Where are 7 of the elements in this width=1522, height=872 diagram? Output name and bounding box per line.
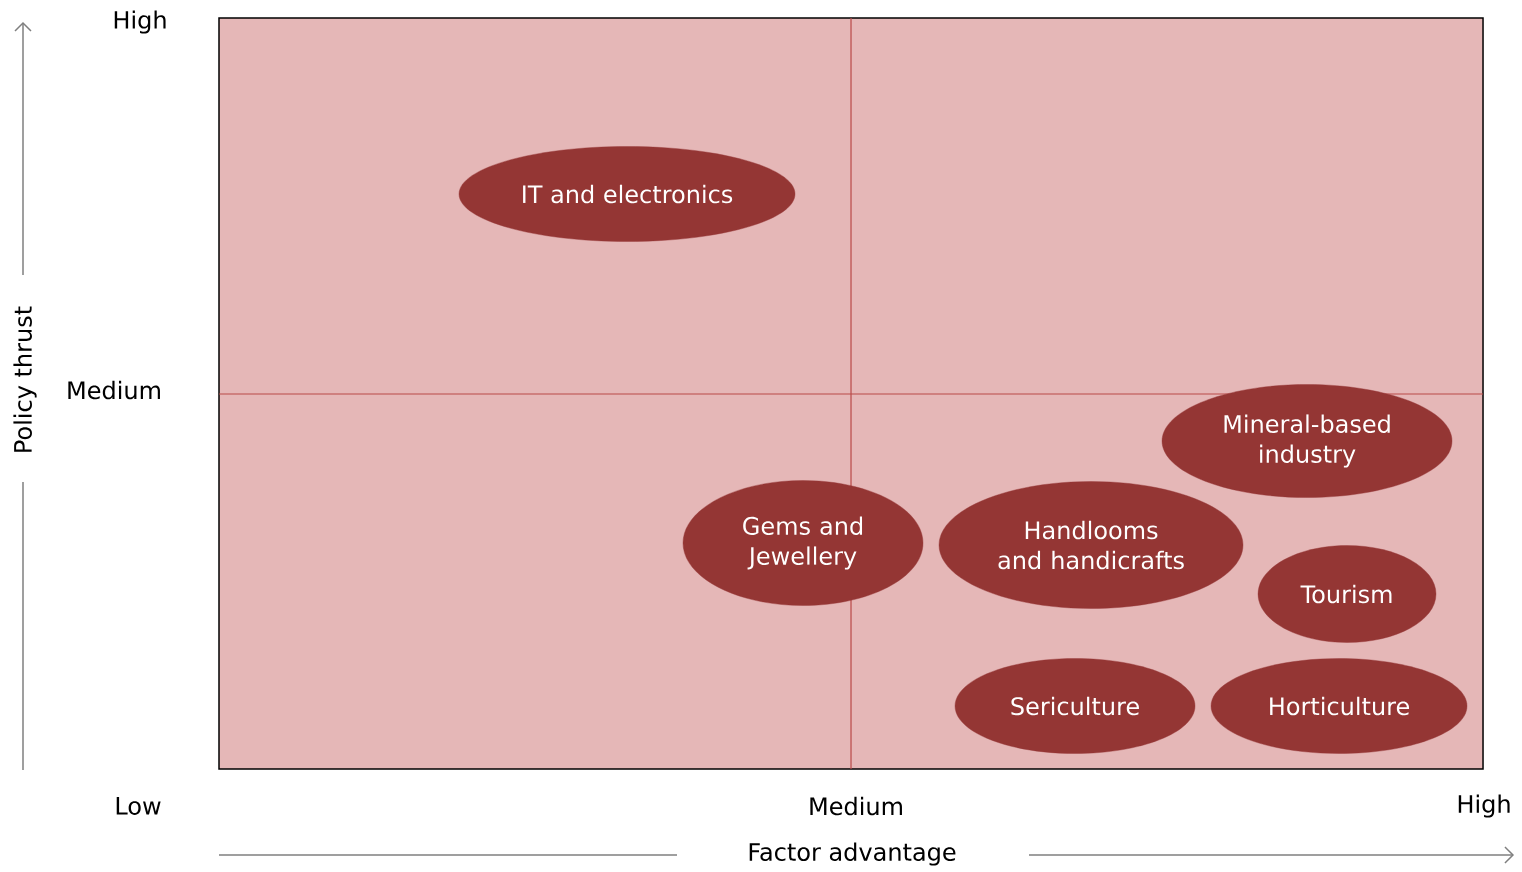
axis-level-label: Medium: [68, 380, 160, 400]
axis-level-label: Low: [116, 797, 161, 815]
axis-title: Factor advantage: [749, 842, 956, 866]
axis-level-label: Medium: [810, 796, 902, 816]
axis-level-label: High: [1458, 794, 1510, 818]
axis-title: Policy thrust: [13, 306, 37, 452]
axis-level-label: High: [114, 10, 166, 34]
